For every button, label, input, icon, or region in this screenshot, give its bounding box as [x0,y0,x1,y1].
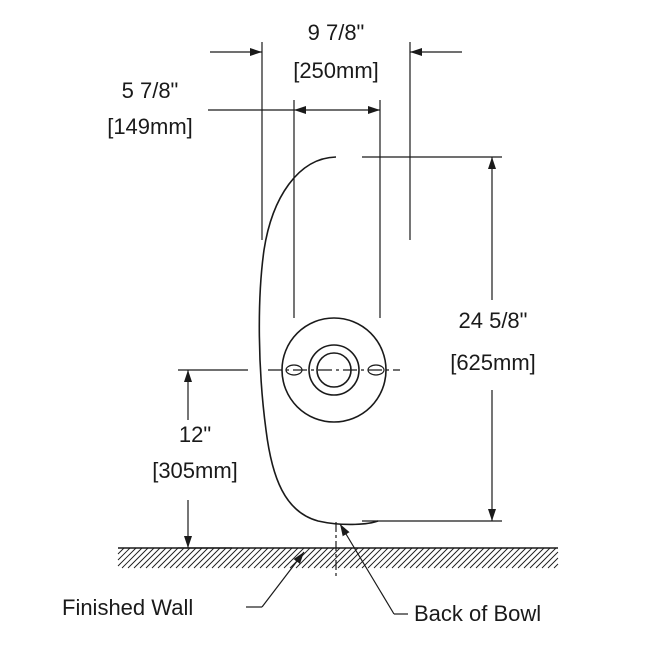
hatch-line [117,547,125,555]
hatch-line [127,547,149,569]
hatch-line [391,547,413,569]
hatch-line [427,547,449,569]
hatch-line [355,547,377,569]
overall-width-imperial: 9 7/8" [308,20,365,45]
hatch-line [403,547,425,569]
outlet-height-imperial: 12" [179,422,211,447]
hatch-line [121,547,143,569]
hatch-line [517,547,539,569]
hatch-line [247,547,269,569]
hatch-line [145,547,167,569]
hatch-line [451,547,473,569]
overall-width-metric: [250mm] [293,58,379,83]
hatch-line [541,551,559,569]
back-of-bowl-label: Back of Bowl [414,601,541,626]
hatch-line [295,547,317,569]
hatch-line [367,547,389,569]
hatch-line [235,547,257,569]
finished-wall-label: Finished Wall [62,595,193,620]
hatch-line [271,547,293,569]
bolt-spacing-metric: [149mm] [107,114,193,139]
hatch-line [343,547,365,569]
hatch-line [523,547,545,569]
outlet-middle-ring [308,344,360,396]
bowl-outline [258,156,379,526]
hatch-line [307,547,329,569]
hatch-line [433,547,455,569]
hatch-line [217,547,239,569]
hatch-line [409,547,431,569]
hatch-line [139,547,161,569]
hatch-line [175,547,197,569]
hatch-line [163,547,185,569]
hatch-line [223,547,245,569]
hatch-line [277,547,299,569]
hatch-line [379,547,401,569]
overall-height-dimension [362,156,502,522]
finished-wall-hatch [117,547,559,569]
hatch-line [499,547,521,569]
overall-width-dimension [210,42,462,240]
hatch-line [337,547,359,569]
overall-height-metric: [625mm] [450,350,536,375]
hatch-line [373,547,395,569]
outlet-assembly [268,317,400,423]
hatch-line [511,547,533,569]
hatch-line [397,547,419,569]
hatch-line [169,547,191,569]
bolt-spacing-dimension [208,100,381,318]
hatch-line [211,547,233,569]
finished-wall-leader [246,551,305,608]
hatch-line [259,547,281,569]
hatch-line [199,547,221,569]
bolt-spacing-imperial: 5 7/8" [122,78,179,103]
hatch-line [301,547,323,569]
hatch-line [553,563,559,569]
hatch-line [535,547,557,569]
hatch-line [481,547,503,569]
hatch-line [313,547,335,569]
overall-height-imperial: 24 5/8" [459,308,528,333]
hatch-line [469,547,491,569]
hatch-line [319,547,341,569]
hatch-line [133,547,155,569]
hatch-line [505,547,527,569]
hatch-line [187,547,209,569]
hatch-line [265,547,287,569]
hatch-line [439,547,461,569]
hatch-line [457,547,479,569]
hatch-line [475,547,497,569]
hatch-line [181,547,203,569]
hatch-line [205,547,227,569]
hatch-line [529,547,551,569]
hatch-line [241,547,263,569]
hatch-line [151,547,173,569]
hatch-line [325,547,347,569]
hatch-line [193,547,215,569]
hatch-line [547,557,559,569]
hatch-line [229,547,251,569]
hatch-line [117,547,131,561]
hatch-line [331,547,353,569]
hatch-line [117,547,137,567]
hatch-line [463,547,485,569]
outlet-height-metric: [305mm] [152,458,238,483]
hatch-line [445,547,467,569]
hatch-line [253,547,275,569]
hatch-line [385,547,407,569]
hatch-line [361,547,383,569]
back-of-bowl-leader [339,523,408,615]
hatch-line [487,547,509,569]
hatch-line [157,547,179,569]
hatch-line [415,547,437,569]
hatch-line [493,547,515,569]
hatch-line [421,547,443,569]
